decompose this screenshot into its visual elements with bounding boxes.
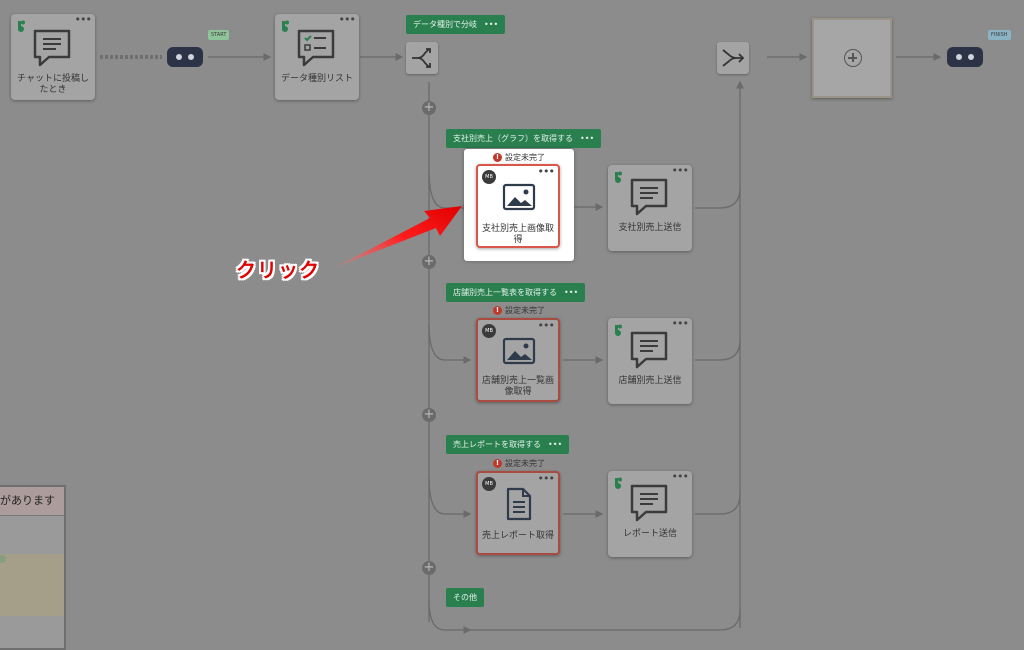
app-logo-icon: [18, 20, 25, 32]
node-menu-icon[interactable]: •••: [671, 164, 689, 177]
split-tag[interactable]: データ種別で分岐•••: [406, 15, 506, 34]
node-menu-icon[interactable]: •••: [671, 470, 689, 483]
chat-message-icon: [630, 331, 668, 369]
checklist-icon: [297, 29, 335, 67]
node-menu-icon[interactable]: •••: [338, 13, 356, 26]
node-menu-icon[interactable]: •••: [671, 317, 689, 330]
tag-menu-icon[interactable]: •••: [580, 134, 595, 143]
warning-icon: !: [493, 459, 502, 468]
node-label: 店舗別売上一覧画像取得: [481, 376, 554, 397]
status-dot: [0, 555, 6, 563]
robot-icon: [167, 47, 203, 67]
branch-tag-store-sales[interactable]: 店舗別売上一覧表を取得する•••: [446, 283, 586, 302]
tag-menu-icon[interactable]: •••: [484, 20, 499, 29]
branch-tag-branch-sales[interactable]: 支社別売上（グラフ）を取得する•••: [446, 129, 602, 148]
warning-incomplete: !設定未完了: [493, 458, 545, 469]
finish-badge: FINISH: [988, 30, 1011, 40]
split-junction[interactable]: [406, 42, 438, 74]
node-label: データ種別リスト: [280, 74, 353, 84]
mb-badge: MB: [482, 477, 496, 491]
image-icon: [502, 183, 536, 211]
node-label: 売上レポート取得: [481, 531, 554, 541]
node-menu-icon[interactable]: •••: [74, 13, 92, 26]
node-label: チャットに投稿したとき: [17, 74, 89, 95]
chat-list-icon: [33, 29, 71, 67]
node-label: 店舗別売上送信: [618, 376, 682, 386]
node-label: 支社別売上画像取得: [481, 224, 554, 245]
send-report-node[interactable]: ••• レポート送信: [608, 471, 692, 557]
branch-tag-other[interactable]: その他: [446, 588, 484, 607]
data-type-list-node[interactable]: ••• データ種別リスト: [275, 14, 359, 100]
merge-junction[interactable]: [717, 42, 749, 74]
image-icon: [502, 337, 536, 365]
chat-message-icon: [630, 178, 668, 216]
add-node-placeholder[interactable]: [812, 18, 892, 98]
finish-robot: [942, 34, 988, 80]
side-panel-header: があります: [0, 487, 64, 516]
mb-badge: MB: [482, 324, 496, 338]
node-label: 支社別売上送信: [618, 223, 682, 233]
click-callout: クリック: [236, 258, 320, 282]
app-logo-icon: [615, 171, 622, 183]
robot-icon: [947, 47, 983, 67]
add-branch-button[interactable]: +: [422, 254, 436, 269]
chat-message-icon: [630, 484, 668, 522]
warning-incomplete: !設定未完了: [493, 152, 545, 163]
side-panel: があります: [0, 485, 66, 650]
node-label: レポート送信: [622, 529, 677, 539]
add-branch-button[interactable]: +: [422, 407, 436, 422]
fetch-sales-report-node[interactable]: MB ••• 売上レポート取得: [476, 471, 560, 555]
send-store-sales-node[interactable]: ••• 店舗別売上送信: [608, 318, 692, 404]
app-logo-icon: [615, 477, 622, 489]
add-branch-button[interactable]: +: [422, 100, 436, 115]
start-robot: [162, 34, 208, 80]
plus-circle-icon: [844, 49, 862, 67]
add-branch-button[interactable]: +: [422, 560, 436, 575]
node-menu-icon[interactable]: •••: [537, 472, 555, 485]
tag-menu-icon[interactable]: •••: [564, 288, 579, 297]
document-icon: [506, 487, 532, 521]
node-menu-icon[interactable]: •••: [537, 319, 555, 332]
fetch-branch-sales-image-node[interactable]: MB ••• 支社別売上画像取得: [476, 164, 560, 248]
app-logo-icon: [615, 324, 622, 336]
tag-menu-icon[interactable]: •••: [548, 440, 563, 449]
app-logo-icon: [282, 20, 289, 32]
trigger-node-chat-post[interactable]: ••• チャットに投稿したとき: [11, 14, 95, 100]
node-menu-icon[interactable]: •••: [537, 165, 555, 178]
mb-badge: MB: [482, 170, 496, 184]
warning-icon: !: [493, 153, 502, 162]
side-panel-body: [0, 554, 64, 616]
merge-arrow-icon: [722, 49, 745, 67]
send-branch-sales-node[interactable]: ••• 支社別売上送信: [608, 165, 692, 251]
branch-tag-sales-report[interactable]: 売上レポートを取得する•••: [446, 435, 570, 454]
warning-icon: !: [493, 306, 502, 315]
fetch-store-sales-image-node[interactable]: MB ••• 店舗別売上一覧画像取得: [476, 318, 560, 402]
warning-incomplete: !設定未完了: [493, 305, 545, 316]
start-badge: START: [208, 30, 230, 40]
split-arrow-icon: [412, 48, 431, 68]
